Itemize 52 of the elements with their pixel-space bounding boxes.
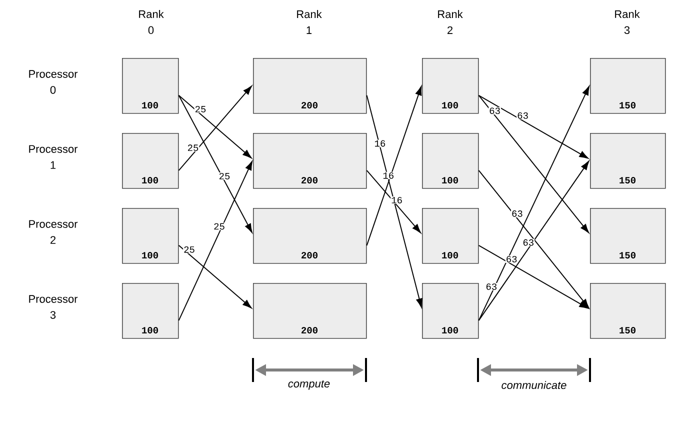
axis-label: Processor 1 [29, 145, 78, 169]
arrow [366, 86, 422, 246]
axis-label: communicate [502, 380, 566, 390]
process-box: 200 [253, 133, 367, 189]
edge-label: 16 [382, 172, 395, 180]
arrow [178, 94, 252, 233]
axis-label: Processor 0 [29, 70, 78, 94]
process-box: 100 [422, 133, 479, 189]
edge-label: 25 [194, 105, 207, 113]
edge-label: 16 [390, 196, 403, 204]
edge-label: 16 [374, 140, 386, 148]
process-box: 100 [422, 208, 479, 264]
axis-label: Rank 0 [139, 10, 164, 34]
process-box: 100 [422, 58, 479, 114]
process-box: 150 [590, 208, 666, 264]
arrow [478, 94, 588, 159]
process-box: 100 [122, 133, 179, 189]
process-box: 150 [590, 58, 666, 114]
process-box: 200 [253, 283, 367, 339]
process-box: 100 [122, 58, 179, 114]
process-box: 150 [590, 283, 666, 339]
arrow [178, 161, 252, 321]
arrow [478, 94, 589, 234]
edge-label: 25 [183, 246, 196, 254]
axis-label: Rank 3 [615, 10, 640, 34]
edge-label: 63 [516, 112, 529, 120]
arrow [366, 94, 422, 308]
axis-label: Processor 3 [29, 295, 78, 319]
edge-label: 63 [505, 255, 518, 263]
process-box: 150 [590, 133, 666, 189]
edge-label: 63 [511, 210, 524, 218]
axis-label: Rank 1 [297, 10, 322, 34]
edge-label: 63 [522, 238, 535, 246]
edge-label: 25 [213, 222, 226, 230]
arrow [178, 86, 252, 171]
arrow [178, 94, 252, 158]
process-box: 200 [253, 208, 367, 264]
process-box: 100 [122, 208, 179, 264]
arrow [478, 244, 588, 309]
process-box: 200 [253, 58, 367, 114]
axis-label: Rank 2 [438, 10, 463, 34]
edge-label: 63 [488, 107, 501, 115]
arrow [478, 86, 590, 321]
edge-label: 25 [218, 172, 231, 180]
arrow [178, 244, 252, 308]
axis-label: Processor 2 [29, 220, 78, 244]
arrow [366, 170, 421, 234]
process-box: 100 [122, 283, 179, 339]
edge-label: 25 [186, 144, 200, 152]
axis-label: compute [288, 380, 330, 390]
process-box: 100 [422, 283, 479, 339]
edge-label: 63 [485, 282, 498, 290]
